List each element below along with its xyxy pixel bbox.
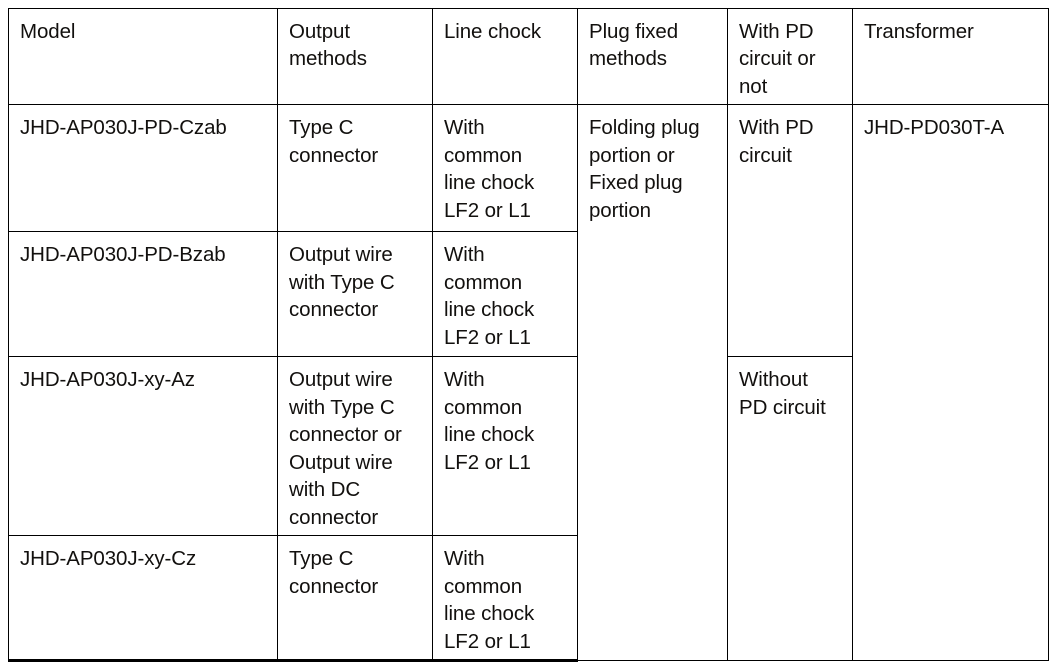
- cell-model: JHD-AP030J-xy-Az: [8, 356, 278, 537]
- column-header-model-label: Model: [20, 20, 76, 43]
- column-header-output-methods-label: Output methods: [289, 20, 367, 71]
- table-row: JHD-AP030J-PD-Bzab Output wire with Type…: [8, 231, 1049, 358]
- cell-line-chock: With common line chock LF2 or L1: [432, 104, 578, 233]
- cell-line-chock: With common line chock LF2 or L1: [432, 535, 578, 662]
- cell-model: JHD-AP030J-xy-Cz: [8, 535, 278, 662]
- cell-output-methods-value: Type C connector: [289, 116, 379, 167]
- column-header-pd-circuit-label: With PD circuit or not: [739, 20, 816, 98]
- column-header-pd-circuit: With PD circuit or not: [727, 7, 853, 106]
- cell-pd-circuit-with-value: With PD circuit: [739, 116, 814, 167]
- table-row: JHD-AP030J-PD-Czab Type C connector With…: [8, 104, 1049, 662]
- cell-model-value: JHD-AP030J-PD-Bzab: [20, 243, 226, 267]
- cell-model-value: JHD-AP030J-xy-Az: [20, 368, 195, 392]
- document-page: Model Output methods Line chock Plug fix…: [8, 7, 1049, 662]
- cell-line-chock-value: With common line chock LF2 or L1: [444, 547, 535, 653]
- column-header-plug-fixed-methods: Plug fixed methods: [577, 7, 728, 106]
- column-header-transformer-label: Transformer: [864, 20, 974, 43]
- product-specification-table: Model Output methods Line chock Plug fix…: [8, 7, 1049, 662]
- cell-line-chock-value: With common line chock LF2 or L1: [444, 116, 535, 222]
- cell-output-methods: Type C connector: [277, 104, 433, 233]
- cell-line-chock: With common line chock LF2 or L1: [432, 356, 578, 537]
- cell-pd-circuit-without-value: Without PD circuit: [739, 368, 826, 419]
- table-row: JHD-AP030J-xy-Az Output wire with Type C…: [8, 356, 1049, 662]
- cell-transformer-merged: JHD-PD030T-A: [852, 104, 1049, 662]
- cell-output-methods: Output wire with Type C connector: [277, 231, 433, 358]
- cell-model-value: JHD-AP030J-PD-Czab: [20, 116, 227, 140]
- column-header-model: Model: [8, 7, 278, 106]
- cell-output-methods-value: Output wire with Type C connector or Out…: [289, 368, 402, 529]
- cell-output-methods: Output wire with Type C connector or Out…: [277, 356, 433, 537]
- cell-pd-circuit-without: Without PD circuit: [727, 356, 853, 662]
- cell-line-chock-value: With common line chock LF2 or L1: [444, 243, 535, 349]
- table-header-row: Model Output methods Line chock Plug fix…: [8, 7, 1049, 106]
- cell-line-chock-value: With common line chock LF2 or L1: [444, 368, 535, 474]
- column-header-output-methods: Output methods: [277, 7, 433, 106]
- column-header-line-chock: Line chock: [432, 7, 578, 106]
- cell-plug-fixed-methods-value: Folding plug portion or Fixed plug porti…: [589, 116, 700, 222]
- column-header-transformer: Transformer: [852, 7, 1049, 106]
- cell-plug-fixed-methods-merged: Folding plug portion or Fixed plug porti…: [577, 104, 728, 662]
- cell-transformer-value: JHD-PD030T-A: [864, 116, 1005, 140]
- cell-model: JHD-AP030J-PD-Czab: [8, 104, 278, 233]
- cell-output-methods: Type C connector: [277, 535, 433, 662]
- column-header-plug-fixed-methods-label: Plug fixed methods: [589, 20, 679, 71]
- cell-output-methods-value: Type C connector: [289, 547, 379, 598]
- cell-model: JHD-AP030J-PD-Bzab: [8, 231, 278, 358]
- cell-line-chock: With common line chock LF2 or L1: [432, 231, 578, 358]
- cell-model-value: JHD-AP030J-xy-Cz: [20, 547, 197, 571]
- cell-pd-circuit-with: With PD circuit: [727, 104, 853, 358]
- column-header-line-chock-label: Line chock: [444, 20, 542, 43]
- cell-output-methods-value: Output wire with Type C connector: [289, 243, 395, 322]
